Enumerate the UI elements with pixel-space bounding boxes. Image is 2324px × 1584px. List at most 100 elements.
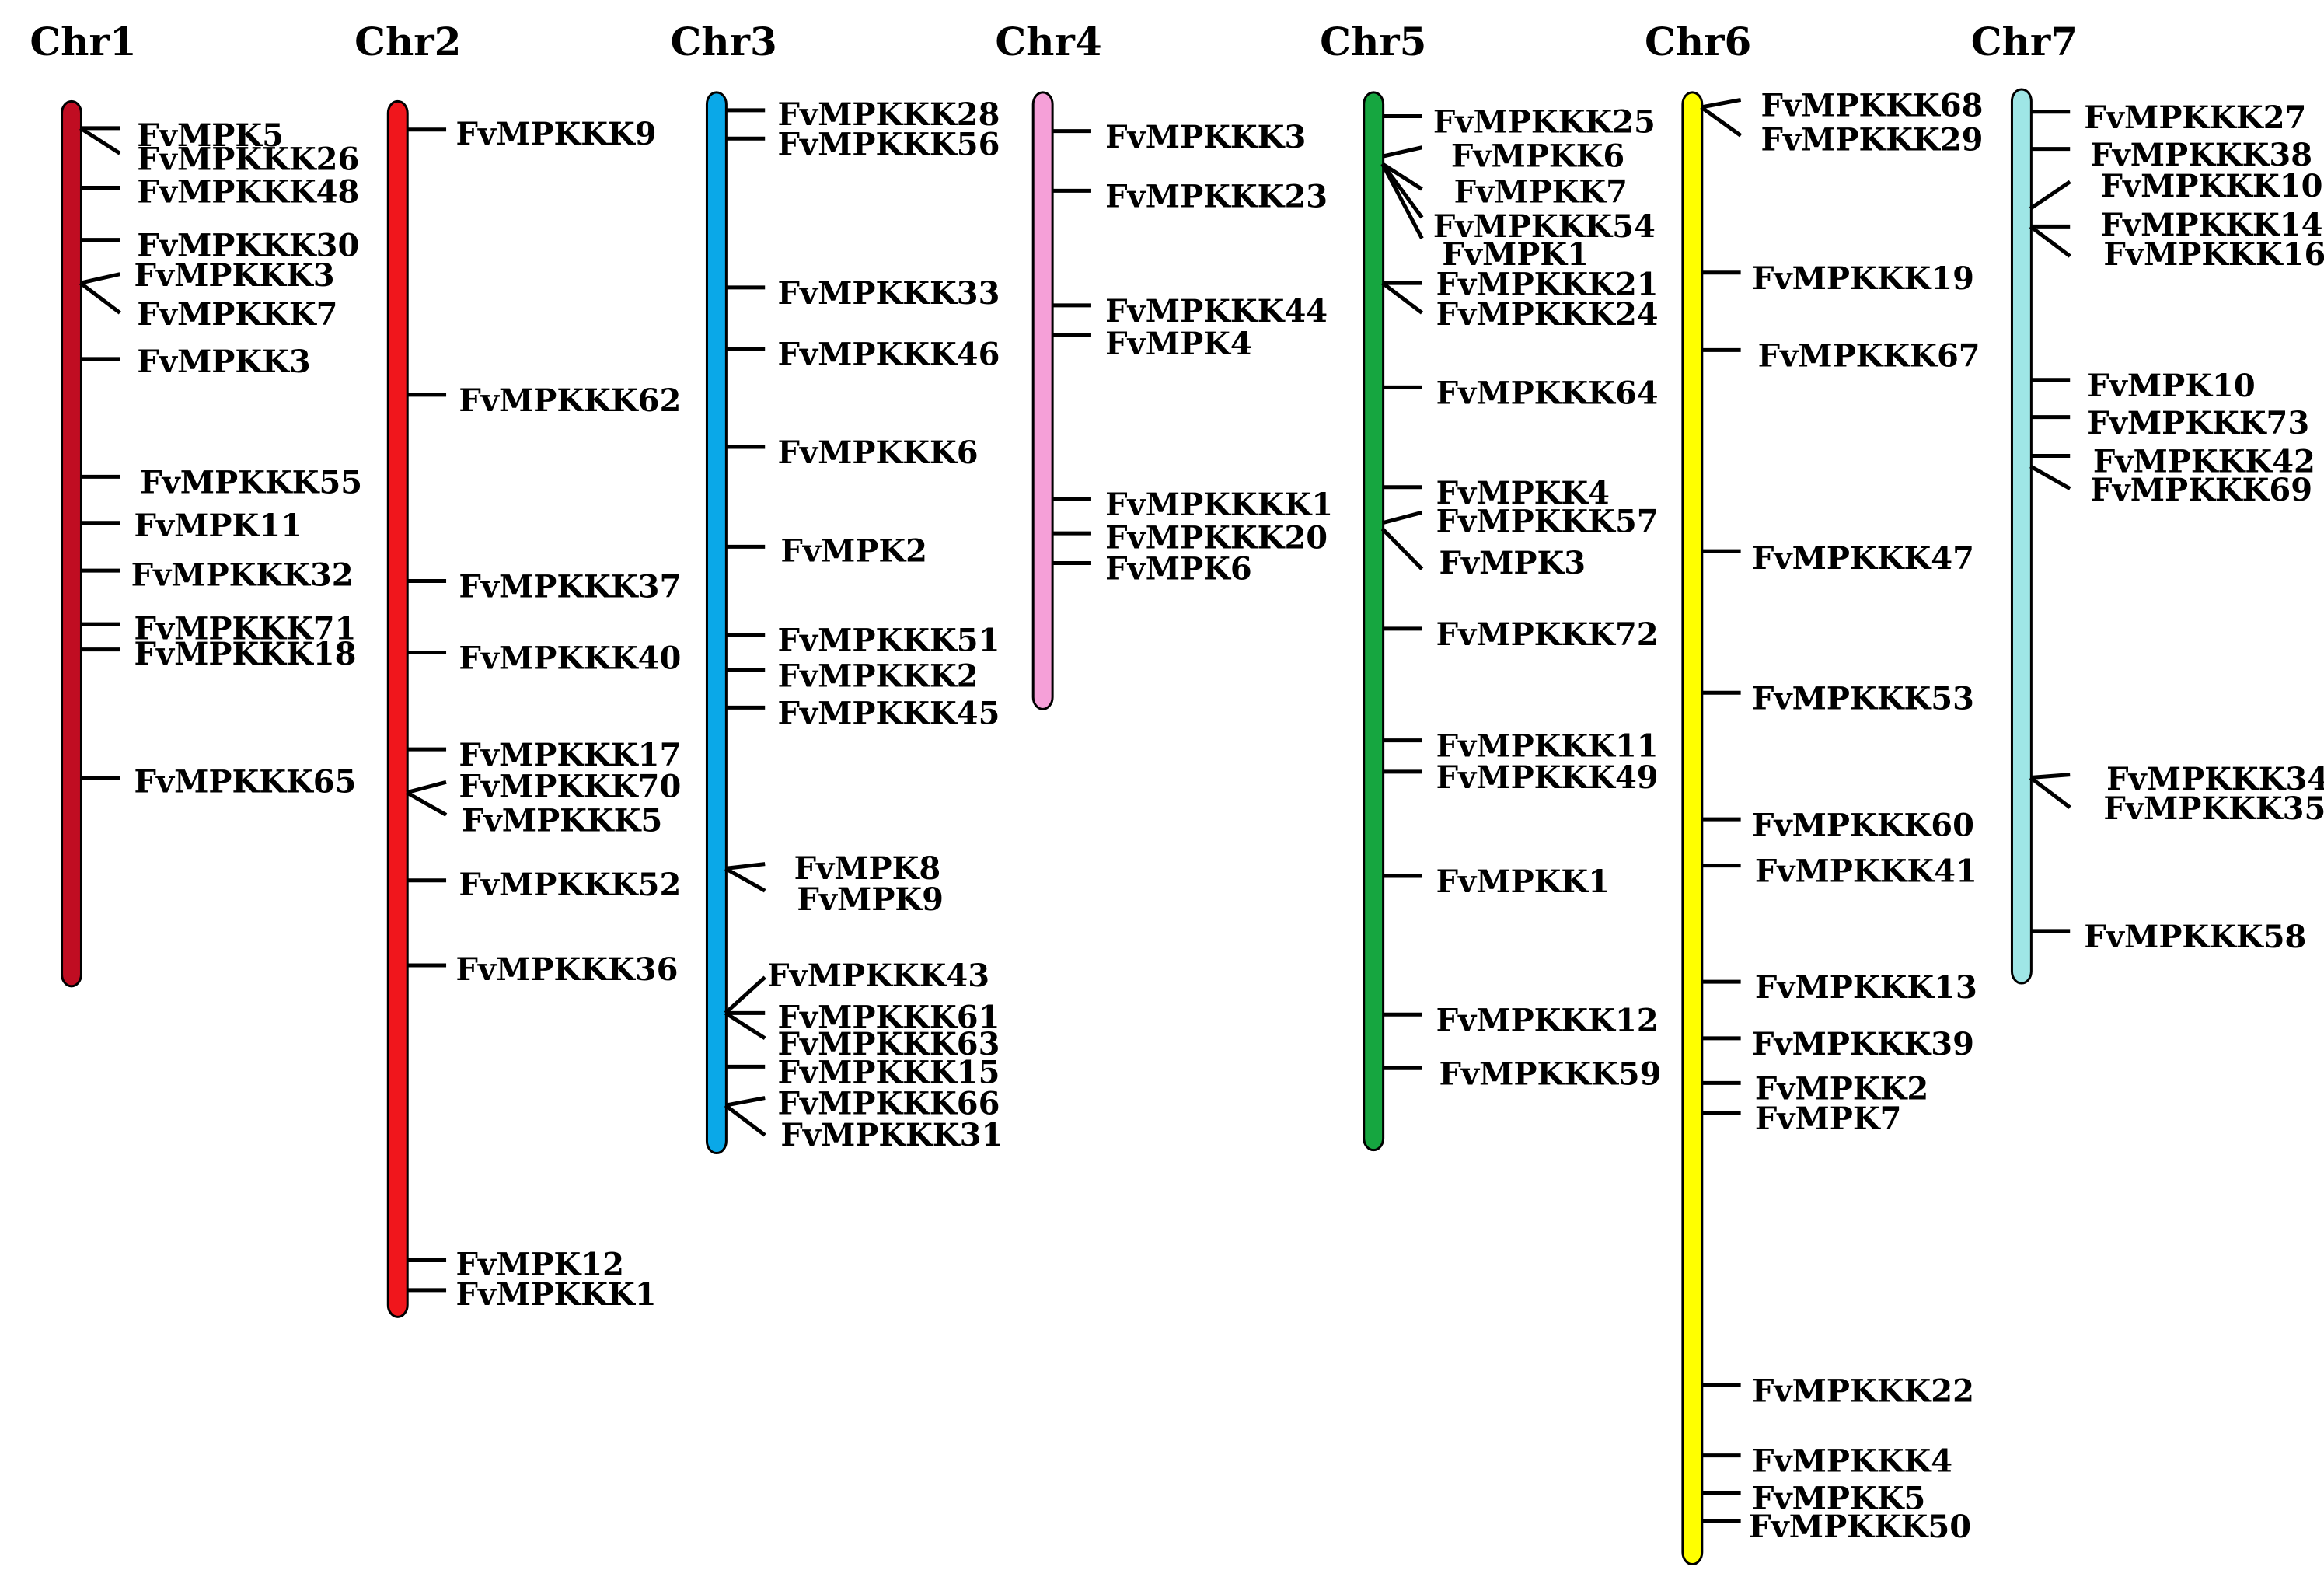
gene-label: FvMPKKK66: [778, 1086, 1000, 1122]
gene-label: FvMPKKK13: [1755, 969, 1977, 1006]
gene-label: FvMPKKK71: [134, 610, 357, 647]
gene-label: FvMPKKK32: [131, 556, 354, 593]
gene-label: FvMPKKK2: [778, 658, 979, 695]
gene-label: FvMPKKK29: [1761, 122, 1984, 159]
gene-marker: [79, 272, 120, 285]
gene-label: FvMPKKK43: [767, 958, 989, 994]
gene-label: FvMPKKK48: [137, 174, 359, 211]
gene-label: FvMPKK7: [1454, 174, 1628, 211]
gene-label: FvMPKKK47: [1752, 540, 1974, 577]
chr3-bar: [705, 91, 728, 1154]
gene-label: FvMPKK1: [1436, 864, 1610, 900]
gene-label: FvMPKKK64: [1436, 375, 1659, 411]
gene-marker: [725, 862, 766, 871]
gene-label: FvMPK4: [1105, 326, 1252, 362]
gene-marker: [1380, 527, 1424, 570]
gene-label: FvMPKKK46: [778, 337, 1000, 373]
gene-label: FvMPKKK63: [778, 1026, 1000, 1062]
gene-marker: [2029, 180, 2071, 211]
gene-label: FvMPKKK30: [137, 228, 359, 264]
gene-label: FvMPKKK70: [459, 768, 681, 804]
gene-label: FvMPKKK22: [1752, 1373, 1974, 1410]
gene-label: FvMPKK6: [1451, 138, 1624, 175]
gene-label: FvMPKKK62: [459, 382, 681, 419]
gene-label: FvMPKKK26: [137, 141, 359, 178]
gene-label: FvMPKKK72: [1436, 616, 1659, 653]
gene-marker: [79, 126, 121, 155]
gene-label: FvMPKKK23: [1105, 178, 1328, 215]
chr1-title: Chr1: [30, 19, 136, 65]
chr6-title: Chr6: [1645, 19, 1751, 65]
chr2-title: Chr2: [354, 19, 461, 65]
gene-label: FvMPKKK59: [1439, 1055, 1662, 1092]
gene-label: FvMPKKK34: [2106, 761, 2324, 797]
chr2-bar: [386, 99, 409, 1318]
gene-label: FvMPKKK38: [2090, 137, 2312, 173]
gene-label: FvMPKKK17: [459, 737, 681, 773]
gene-label: FvMPKKK61: [778, 1000, 1000, 1036]
gene-label: FvMPKKK20: [1105, 519, 1328, 556]
gene-label: FvMPKKK35: [2103, 790, 2324, 827]
gene-label: FvMPKKK14: [2101, 207, 2323, 243]
gene-marker: [79, 281, 121, 315]
gene-label: FvMPKKK24: [1436, 296, 1659, 333]
gene-label: FvMPKKK60: [1752, 807, 1974, 843]
gene-label: FvMPKKK10: [2101, 168, 2323, 204]
gene-label: FvMPKKK45: [778, 696, 1000, 732]
gene-label: FvMPKKK9: [456, 116, 657, 152]
gene-label: FvMPK1: [1442, 236, 1589, 273]
chr3-group: Chr3FvMPKKK28FvMPKKK56FvMPKKK33FvMPKKK46…: [671, 19, 1003, 1154]
gene-label: FvMPKKK54: [1433, 208, 1656, 245]
chr4-group: Chr4FvMPKKK3FvMPKKK23FvMPKKK44FvMPK4FvMP…: [995, 19, 1333, 710]
gene-label: FvMPK10: [2087, 368, 2255, 404]
chr2-group: Chr2FvMPKKK9FvMPKKK62FvMPKKK37FvMPKKK40F…: [354, 19, 681, 1318]
gene-label: FvMPK9: [797, 881, 944, 918]
gene-marker: [1381, 510, 1423, 525]
chr3-title: Chr3: [671, 19, 777, 65]
gene-marker: [1701, 97, 1742, 110]
gene-label: FvMPKKK19: [1752, 260, 1974, 297]
chr7-bar: [2010, 88, 2033, 985]
gene-label: FvMPKKK41: [1755, 853, 1977, 890]
gene-marker: [1381, 281, 1423, 315]
gene-label: FvMPKKK49: [1436, 759, 1659, 796]
gene-label: FvMPKKK12: [1436, 1002, 1659, 1038]
gene-label: FvMPKKK15: [778, 1054, 1000, 1090]
gene-label: FvMPK11: [134, 508, 302, 544]
gene-label: FvMPKKK55: [140, 464, 362, 501]
gene-marker: [2029, 776, 2071, 809]
chr5-bar: [1363, 91, 1385, 1152]
gene-label: FvMPKKK3: [1105, 119, 1306, 155]
gene-label: FvMPKKK40: [459, 640, 681, 677]
gene-label: FvMPKKKK1: [1105, 487, 1333, 523]
gene-label: FvMPKKK65: [134, 764, 357, 801]
gene-label: FvMPKK5: [1752, 1481, 1925, 1517]
gene-label: FvMPKKK1: [456, 1276, 657, 1313]
gene-label: FvMPKKK73: [2087, 405, 2309, 441]
chr5-title: Chr5: [1320, 19, 1426, 65]
gene-label: FvMPKKK5: [462, 803, 662, 839]
gene-label: FvMPKK3: [137, 344, 310, 380]
chr6-bar: [1681, 91, 1704, 1565]
gene-label: FvMPKKK56: [778, 126, 1000, 162]
gene-marker: [2029, 225, 2071, 258]
gene-label: FvMPKKK11: [1436, 728, 1659, 765]
gene-label: FvMPKKK27: [2084, 99, 2306, 136]
chr6-group: Chr6FvMPKKK68FvMPKKK29FvMPKKK19FvMPKKK67…: [1645, 19, 1983, 1565]
gene-label: FvMPK7: [1755, 1101, 1902, 1137]
gene-label: FvMPKKK36: [456, 951, 679, 988]
chr5-group: Chr5FvMPKKK25FvMPKK6FvMPKK7FvMPKKK54FvMP…: [1320, 19, 1662, 1152]
gene-label: FvMPKKK21: [1436, 267, 1659, 303]
gene-label: FvMPKKK58: [2084, 919, 2306, 955]
gene-label: FvMPKKK28: [778, 96, 1000, 133]
gene-marker: [405, 790, 448, 817]
gene-label: FvMPKKK18: [134, 636, 357, 672]
gene-label: FvMPKKK67: [1758, 338, 1980, 375]
gene-marker: [724, 1104, 766, 1137]
gene-label: FvMPK5: [137, 117, 284, 154]
gene-label: FvMPKKK7: [137, 296, 337, 333]
gene-label: FvMPKKK57: [1436, 503, 1659, 539]
gene-label: FvMPKKK69: [2090, 472, 2312, 508]
gene-marker: [724, 975, 766, 1015]
